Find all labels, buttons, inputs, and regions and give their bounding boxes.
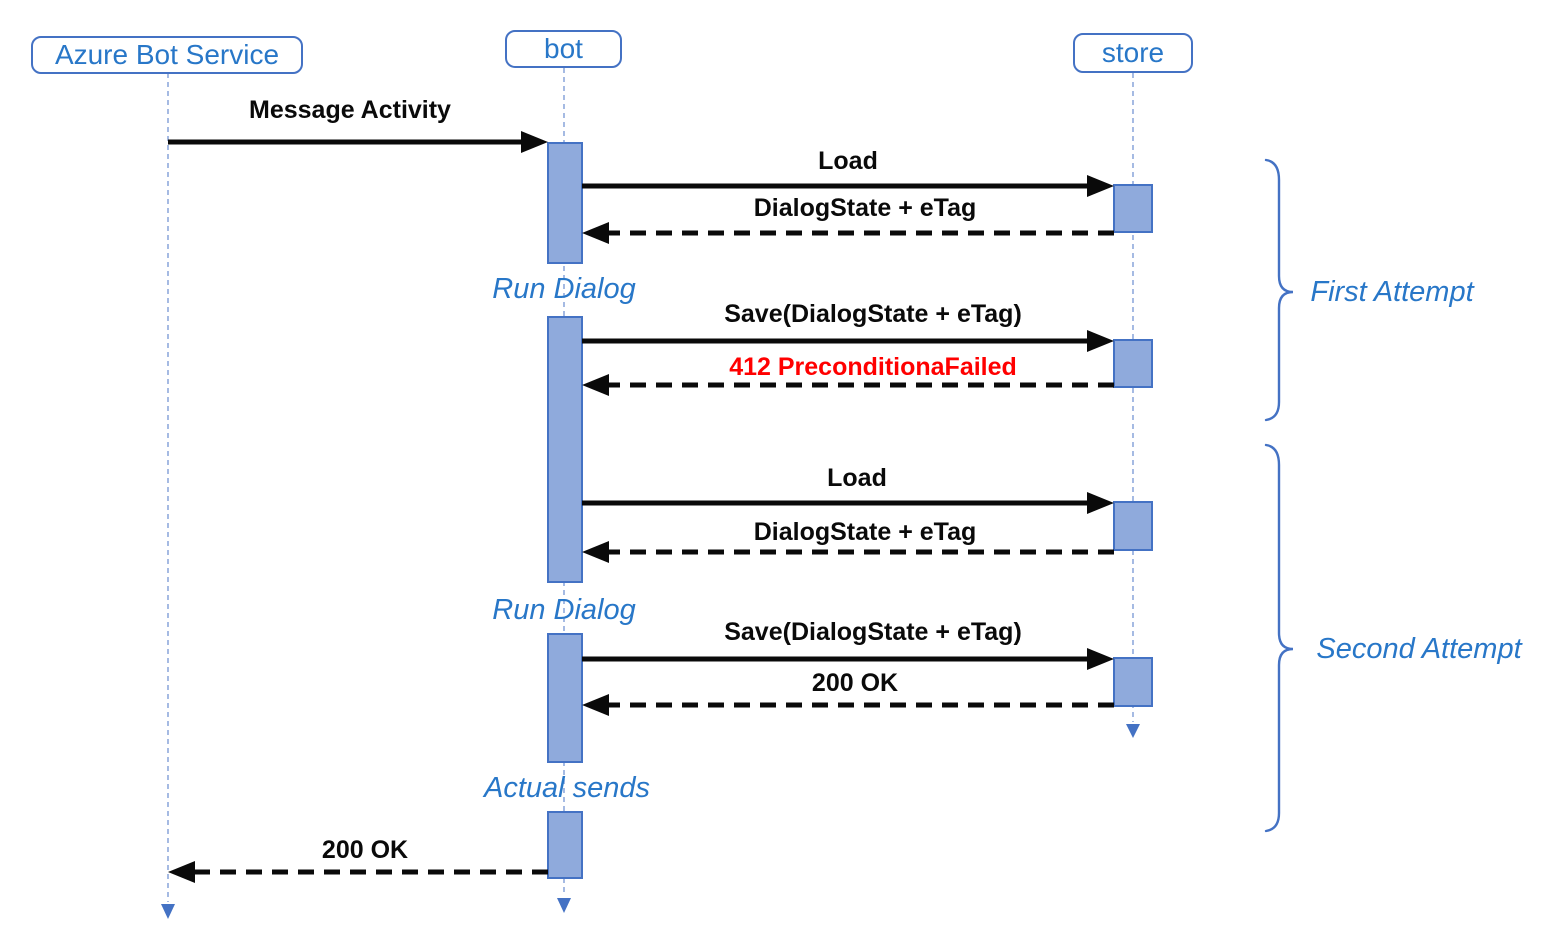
actor-box-azure-bot-service: Azure Bot Service <box>31 36 303 74</box>
store-activation-box-2 <box>1113 339 1153 388</box>
lifeline-end-arrow-azure <box>161 904 175 919</box>
note-run-dialog-2: Run Dialog <box>492 594 636 626</box>
arrow-message-activity <box>168 131 548 153</box>
store-activation-box-3 <box>1113 501 1153 551</box>
message-label-412-precondition-failed: 412 PreconditionaFailed <box>729 353 1017 381</box>
brace-second-attempt <box>1264 443 1294 833</box>
lifeline-end-arrow-bot <box>557 898 571 913</box>
actor-label-bot: bot <box>544 33 583 64</box>
annotation-second-attempt: Second Attempt <box>1316 633 1522 665</box>
arrow-save-1 <box>582 330 1114 352</box>
arrow-dialogstate-etag-2 <box>582 541 1114 563</box>
arrow-save-2 <box>582 648 1114 670</box>
note-run-dialog-1: Run Dialog <box>492 273 636 305</box>
message-label-200-ok-store: 200 OK <box>811 669 899 697</box>
arrow-200-ok-store <box>582 694 1114 716</box>
actor-label-store: store <box>1101 37 1165 68</box>
message-label-load-1: Load <box>818 147 878 175</box>
arrow-load-1 <box>582 175 1114 197</box>
arrow-200-ok-azure <box>168 861 548 883</box>
store-activation-box-4 <box>1113 657 1153 707</box>
brace-first-attempt <box>1264 158 1294 422</box>
arrow-load-2 <box>582 492 1114 514</box>
actor-box-bot: bot <box>505 30 622 68</box>
bot-activation-bar-1 <box>547 142 583 264</box>
annotation-first-attempt: First Attempt <box>1310 276 1474 308</box>
arrow-412-precondition-failed <box>582 374 1114 396</box>
bot-activation-bar-3 <box>547 633 583 763</box>
actor-box-store: store <box>1073 33 1193 73</box>
message-label-200-ok-azure: 200 OK <box>321 836 409 864</box>
message-label-load-2: Load <box>827 464 887 492</box>
message-label-save-1: Save(DialogState + eTag) <box>724 300 1022 328</box>
actor-label-azure-bot-service: Azure Bot Service <box>54 39 280 70</box>
message-label-dialogstate-etag-1: DialogState + eTag <box>753 194 977 222</box>
bot-activation-bar-2 <box>547 316 583 583</box>
lifeline-end-arrow-store <box>1126 724 1140 738</box>
store-activation-box-1 <box>1113 184 1153 233</box>
message-label-dialogstate-etag-2: DialogState + eTag <box>753 518 977 546</box>
arrow-dialogstate-etag-1 <box>582 222 1114 244</box>
bot-activation-bar-4 <box>547 811 583 879</box>
message-label-message-activity: Message Activity <box>249 96 451 124</box>
message-label-save-2: Save(DialogState + eTag) <box>724 618 1022 646</box>
note-actual-sends: Actual sends <box>483 772 651 804</box>
